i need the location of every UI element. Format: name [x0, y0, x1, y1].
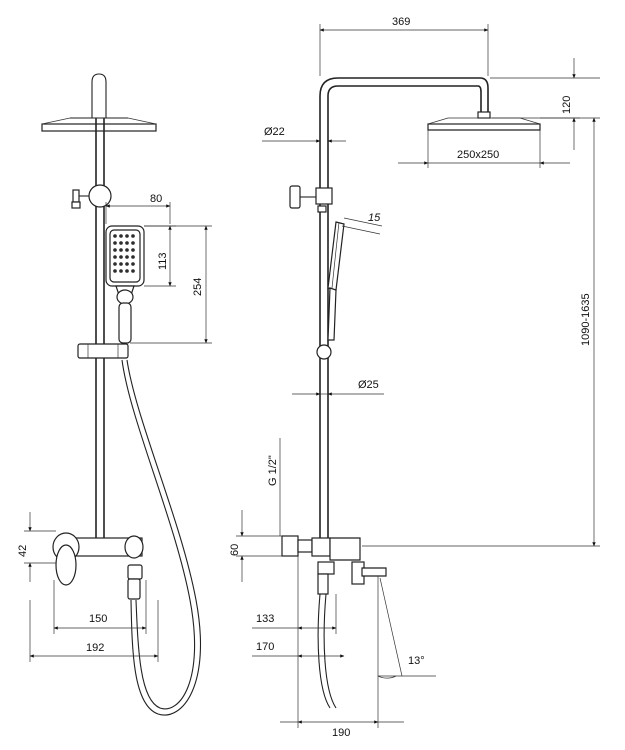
dim-label-1090-1635: 1090-1635	[580, 293, 592, 346]
side-shower-head	[427, 117, 541, 131]
dim-offset-190: 190	[280, 720, 404, 739]
side-hose	[317, 593, 337, 709]
front-hand-shower	[105, 225, 145, 344]
dim-label-170: 170	[256, 641, 274, 653]
dim-label-42: 42	[17, 545, 29, 557]
dim-label-150: 150	[89, 613, 107, 625]
dim-handshower-angle: 15	[341, 212, 383, 235]
front-riser-pipe	[95, 118, 105, 540]
dim-mixer-outer: 192	[29, 600, 159, 662]
dim-arm-drop: 120	[490, 58, 600, 150]
dim-handshower-width: 80	[105, 193, 171, 224]
dim-connection-thread: G 1/2"	[267, 438, 281, 536]
dim-label-254: 254	[192, 278, 204, 296]
dim-label-d25: Ø25	[358, 379, 379, 391]
dim-head-size: 250x250	[398, 130, 570, 168]
dim-label-80: 80	[150, 193, 162, 205]
front-shower-head	[41, 73, 157, 132]
dim-mixer-height: 42	[17, 512, 56, 582]
dim-side-mixer-height: 60	[229, 510, 282, 582]
dim-mixer-inner: 150	[53, 580, 147, 634]
dim-pipe-diameter: Ø22	[262, 126, 346, 143]
front-slider-holder	[77, 343, 129, 359]
front-diverter-knob	[71, 184, 112, 209]
dim-offset-133: 133	[252, 556, 337, 728]
side-diverter-knob	[289, 185, 333, 213]
dim-handshower-length: 254	[130, 225, 212, 344]
side-slider-holder	[316, 344, 332, 360]
dim-height-range: 1090-1635	[362, 117, 600, 547]
side-view: 369 120 Ø22 250x250 15	[229, 16, 600, 739]
front-hose	[121, 359, 201, 716]
dim-label-13deg: 13°	[408, 655, 425, 667]
dim-label-60: 60	[229, 544, 241, 556]
dim-label-133: 133	[256, 613, 274, 625]
front-mixer	[52, 532, 144, 600]
dim-arm-length: 369	[319, 16, 489, 76]
dim-label-d22: Ø22	[264, 126, 285, 138]
side-mixer	[281, 535, 387, 595]
spray-pattern	[113, 234, 135, 273]
side-riser-arm	[319, 77, 491, 540]
side-hand-shower	[327, 221, 345, 341]
front-view: 80 113 254 42 150	[17, 73, 212, 716]
dim-label-190: 190	[332, 727, 350, 739]
dim-label-15: 15	[368, 212, 381, 224]
dim-label-113: 113	[157, 252, 169, 270]
dim-label-g12: G 1/2"	[267, 455, 279, 486]
dim-handshower-head: 113	[144, 225, 176, 287]
dim-label-250x250: 250x250	[457, 149, 499, 161]
dim-label-192: 192	[86, 642, 104, 654]
dim-bar-diameter: Ø25	[292, 379, 384, 396]
dim-spout-angle: 13°	[377, 576, 436, 728]
dim-offset-170: 170	[252, 641, 345, 658]
dim-label-120: 120	[561, 96, 573, 114]
dim-label-369: 369	[392, 16, 410, 28]
